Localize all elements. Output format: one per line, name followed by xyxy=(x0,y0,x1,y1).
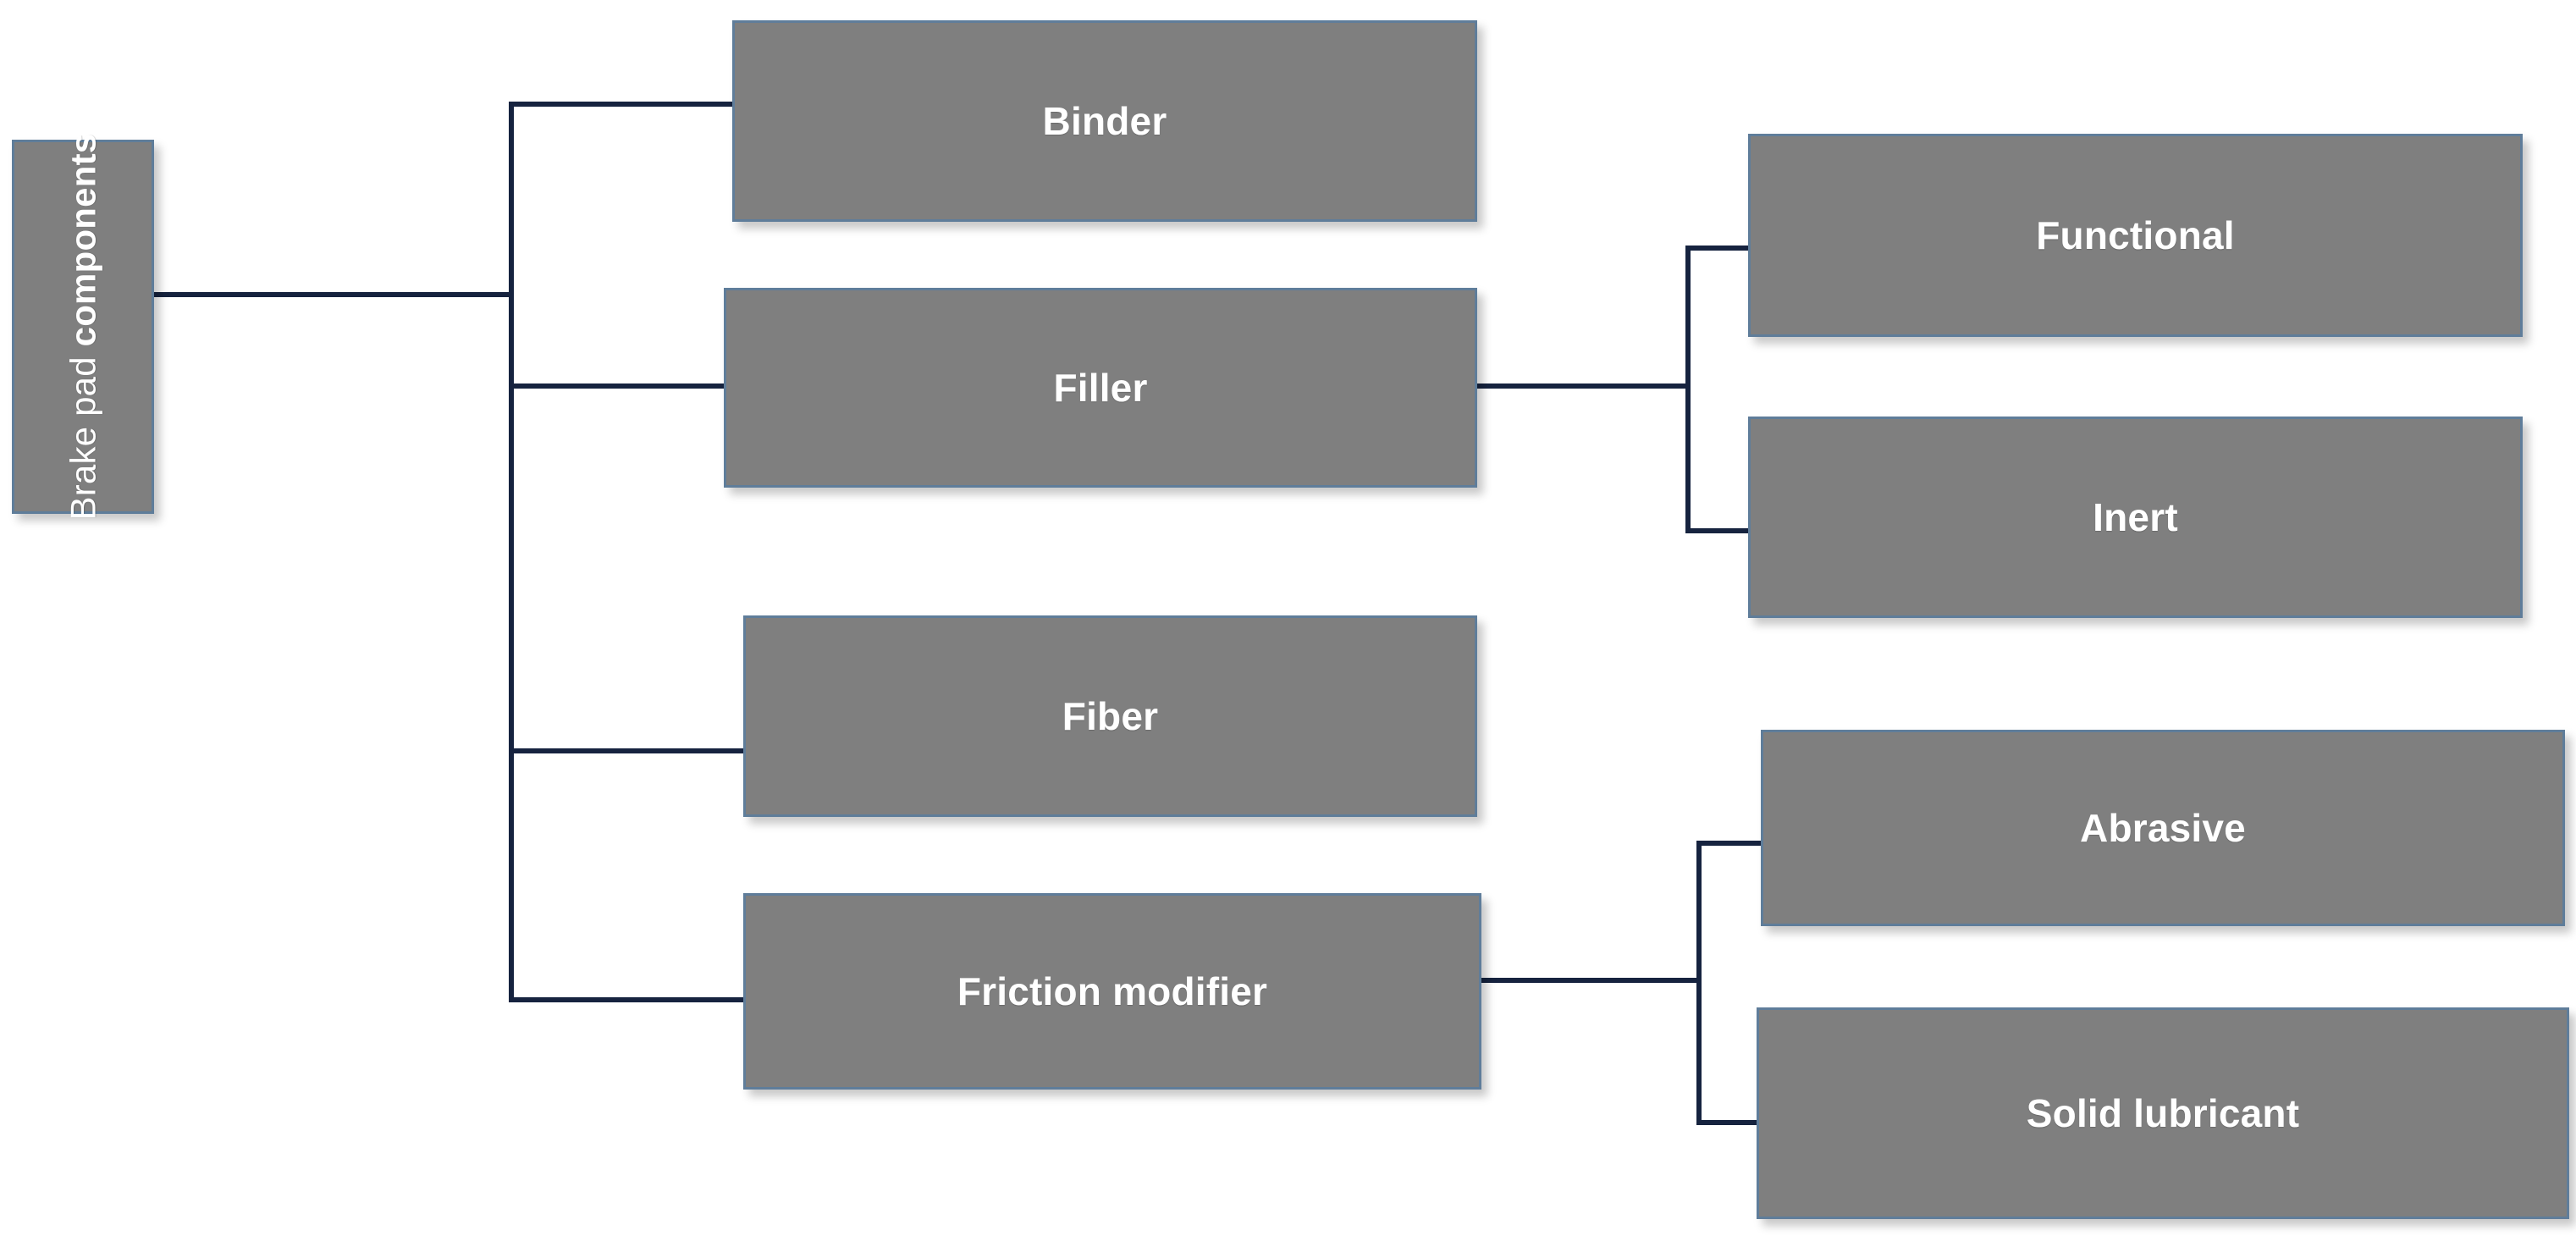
node-fiber[interactable]: Fiber xyxy=(743,615,1477,817)
node-label-fiber: Fiber xyxy=(1062,693,1159,738)
connector-friction-children-spine xyxy=(1696,841,1702,1125)
node-label-abrasive: Abrasive xyxy=(2080,805,2246,850)
node-friction-modifier[interactable]: Friction modifier xyxy=(743,893,1481,1090)
node-solid-lubricant[interactable]: Solid lubricant xyxy=(1757,1007,2569,1219)
connector-spine-to-filler xyxy=(509,383,727,389)
node-abrasive[interactable]: Abrasive xyxy=(1761,730,2565,926)
node-label-friction-modifier: Friction modifier xyxy=(957,968,1268,1013)
node-label-solid-lubricant: Solid lubricant xyxy=(2026,1090,2300,1135)
node-brake-pad-components[interactable]: Brake pad components xyxy=(12,134,154,520)
node-binder[interactable]: Binder xyxy=(732,20,1477,222)
node-label-functional: Functional xyxy=(2036,212,2235,257)
node-filler[interactable]: Filler xyxy=(724,288,1477,488)
node-inert[interactable]: Inert xyxy=(1748,417,2523,618)
root-label-bold: components xyxy=(62,133,102,347)
connector-filler-to-spine xyxy=(1477,383,1691,389)
node-label-binder: Binder xyxy=(1042,98,1167,143)
connector-spine-to-binder xyxy=(509,102,736,107)
connector-level1-spine xyxy=(509,102,514,1002)
connector-friction-modifier-to-spine xyxy=(1481,978,1699,983)
node-label-brake-pad-components: Brake pad components xyxy=(63,134,102,521)
connector-spine-to-inert xyxy=(1685,528,1751,533)
connector-spine-to-functional xyxy=(1685,246,1751,251)
connector-root-to-spine xyxy=(154,292,513,297)
root-label-regular: Brake pad xyxy=(62,346,102,521)
connector-spine-to-fiber xyxy=(509,748,747,753)
node-label-filler: Filler xyxy=(1053,365,1148,410)
node-functional[interactable]: Functional xyxy=(1748,134,2523,337)
connector-spine-to-abrasive xyxy=(1696,841,1764,846)
connector-spine-to-solid-lubricant xyxy=(1696,1120,1764,1125)
node-label-inert: Inert xyxy=(2093,494,2178,539)
connector-filler-children-spine xyxy=(1685,246,1691,533)
connector-spine-to-friction-modifier xyxy=(509,997,747,1002)
